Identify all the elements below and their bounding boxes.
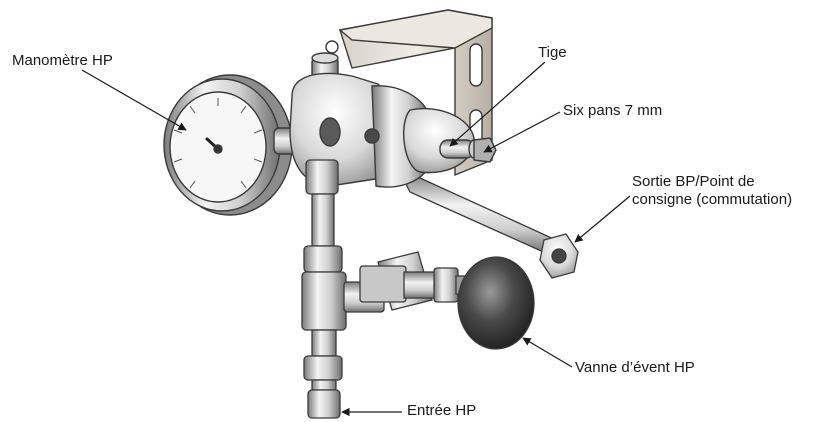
gauge-ticks [173, 98, 263, 189]
mounting-bracket [325, 9, 493, 177]
bracket-slot-top [469, 43, 483, 87]
label-stem: Tige [538, 44, 567, 62]
label-pressure-gauge-text: Manomètre HP [12, 52, 113, 69]
label-hex-text: Six pans 7 mm [563, 102, 663, 119]
label-stem-text: Tige [538, 44, 567, 61]
label-vent-valve: Vanne d’évent HP [575, 359, 695, 377]
label-vent-valve-text: Vanne d’évent HP [575, 359, 695, 376]
outlet-tube [398, 170, 579, 279]
leader-stem [449, 61, 546, 147]
label-hex: Six pans 7 mm [563, 102, 662, 120]
tee-fitting [301, 271, 347, 331]
leader-vent-valve [522, 337, 573, 368]
label-inlet-text: Entrée HP [407, 402, 477, 419]
leader-hex [483, 111, 561, 153]
label-outlet-line2: consigne (commutation) [632, 191, 793, 208]
leader-pressure-gauge [81, 69, 187, 131]
vent-valve [359, 251, 535, 350]
inlet-nut [307, 389, 341, 419]
label-pressure-gauge: Manomètre HP [12, 52, 113, 70]
vent-knob [457, 256, 535, 350]
label-inlet: Entrée HP [407, 402, 476, 420]
regulator-body [289, 52, 497, 188]
pressure-gauge [163, 74, 305, 216]
label-outlet: Sortie BP/Point de consigne (commutation… [632, 173, 792, 209]
leader-outlet [574, 195, 631, 243]
callout-leaders [81, 61, 631, 417]
label-outlet-line1: Sortie BP/Point de [632, 173, 755, 190]
